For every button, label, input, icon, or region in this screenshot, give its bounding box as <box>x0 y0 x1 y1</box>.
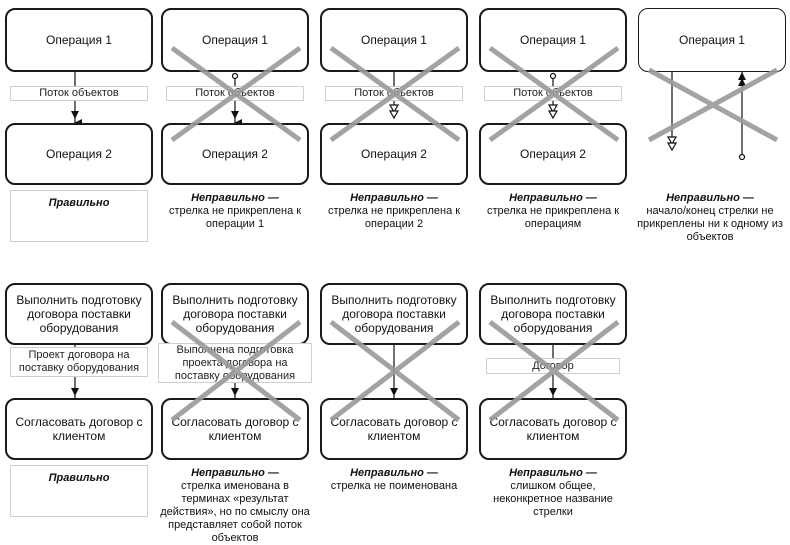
r2-c3-agree: Согласовать договор с клиентом <box>320 398 468 460</box>
r1-c3-flow-label: Поток объектов <box>325 86 463 101</box>
r1-c3-op2: Операция 2 <box>320 123 468 185</box>
r2-c1-caption-box: Правильно <box>10 465 148 517</box>
r1-c3-caption: Неправильно —стрелка не прикреплена к оп… <box>327 192 461 230</box>
r1-c1-caption-box: Правильно <box>10 190 148 242</box>
r1-c2-flow-label: Поток объектов <box>166 86 304 101</box>
r1-c1-op1: Операция 1 <box>5 8 153 72</box>
r2-c4-agree: Согласовать договор с клиентом <box>479 398 627 460</box>
r1-c5-op1: Операция 1 <box>638 8 786 72</box>
r2-c3-arrow <box>390 345 398 398</box>
r2-c2-label: Выполнена подготовка проекта договора на… <box>158 343 312 383</box>
r2-c1-agree: Согласовать договор с клиентом <box>5 398 153 460</box>
r2-c2-caption: Неправильно —стрелка именована в термина… <box>160 467 310 544</box>
r1-c1-flow-label: Поток объектов <box>10 86 148 101</box>
r2-c3-caption: Неправильно —стрелка не поименована <box>330 467 458 492</box>
r1-c4-caption: Неправильно —стрелка не прикреплена к оп… <box>486 192 620 230</box>
r1-c5-caption: Неправильно —начало/конец стрелки не при… <box>637 192 783 243</box>
r1-c5-arrows <box>666 70 746 161</box>
r1-c2-caption: Неправильно —стрелка не прикреплена к оп… <box>168 192 302 230</box>
r1-c4-op1: Операция 1 <box>479 8 627 72</box>
r2-c1-prep: Выполнить подготовку договора поставки о… <box>5 283 153 345</box>
r2-c2-agree: Согласовать договор с клиентом <box>161 398 309 460</box>
r1-c1-op2: Операция 2 <box>5 123 153 185</box>
r1-c2-op2: Операция 2 <box>161 123 309 185</box>
r1-c2-op1: Операция 1 <box>161 8 309 72</box>
r2-c1-label: Проект договора на поставку оборудования <box>10 347 148 377</box>
r2-c4-prep: Выполнить подготовку договора поставки о… <box>479 283 627 345</box>
r2-c4-caption: Неправильно —слишком общее, неконкретное… <box>493 467 613 518</box>
r1-c4-op2: Операция 2 <box>479 123 627 185</box>
r1-c3-op1: Операция 1 <box>320 8 468 72</box>
r1-c4-flow-label: Поток объектов <box>484 86 622 101</box>
r2-c3-prep: Выполнить подготовку договора поставки о… <box>320 283 468 345</box>
r2-c2-prep: Выполнить подготовку договора поставки о… <box>161 283 309 345</box>
r2-c4-label: Договор <box>486 358 620 374</box>
